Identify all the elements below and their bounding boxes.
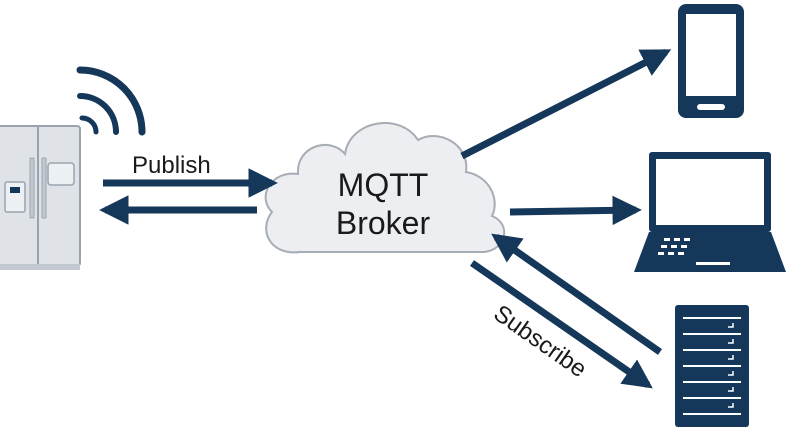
refrigerator-icon bbox=[0, 125, 81, 270]
arrow-to-phone bbox=[460, 48, 672, 160]
wireless-signal-icon bbox=[76, 66, 146, 136]
broker-label-line2: Broker bbox=[336, 205, 431, 241]
arrow-to-laptop bbox=[509, 195, 642, 226]
publish-arrows bbox=[99, 168, 278, 225]
broker-cloud: MQTT Broker bbox=[264, 122, 506, 254]
smartphone-icon bbox=[678, 4, 744, 118]
laptop-icon bbox=[634, 152, 786, 272]
arrow-from-server bbox=[491, 233, 663, 355]
publish-label: Publish bbox=[132, 152, 211, 179]
broker-label-line1: MQTT bbox=[338, 167, 429, 203]
subscriber-arrows bbox=[460, 48, 672, 389]
server-rack-icon bbox=[675, 305, 749, 427]
arrow-to-server bbox=[470, 260, 653, 389]
